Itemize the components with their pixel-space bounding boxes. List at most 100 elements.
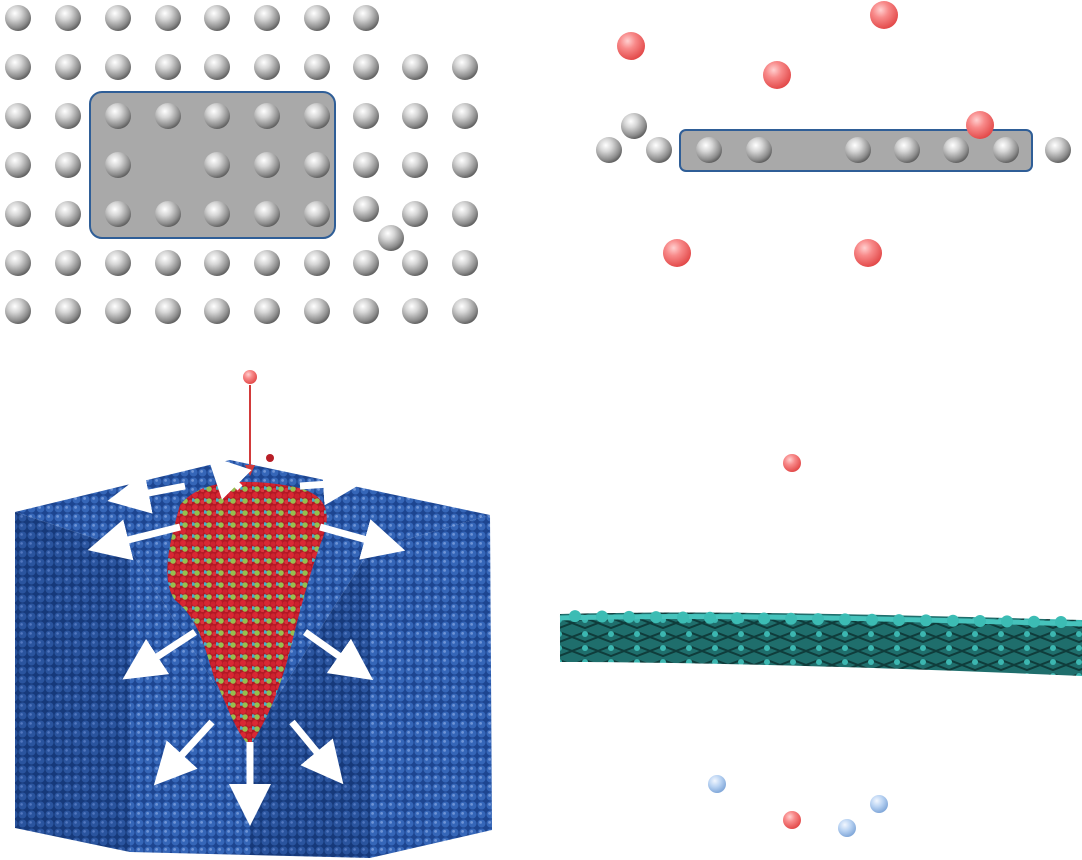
- membrane-atom: [947, 615, 959, 627]
- lattice-atom: [353, 54, 379, 80]
- lattice-atom: [353, 5, 379, 31]
- lattice-atom: [155, 5, 181, 31]
- membrane-atom: [785, 613, 797, 625]
- lattice-atom: [452, 54, 478, 80]
- lattice-atom: [254, 54, 280, 80]
- lattice-atom: [452, 201, 478, 227]
- lattice-atom: [5, 201, 31, 227]
- ion: [663, 239, 691, 267]
- ion-above-membrane: [783, 454, 801, 472]
- lattice-atom: [55, 201, 81, 227]
- lattice-atom: [353, 298, 379, 324]
- lattice-atom: [55, 152, 81, 178]
- ion-blue-2: [838, 819, 856, 837]
- lattice-atom: [452, 152, 478, 178]
- membrane-atom: [758, 612, 770, 624]
- row-atom: [993, 137, 1019, 163]
- lattice-atom: [402, 54, 428, 80]
- lattice-atom: [452, 250, 478, 276]
- membrane-atom: [920, 614, 932, 626]
- lattice-atom: [5, 152, 31, 178]
- lattice-atom: [204, 152, 230, 178]
- lattice-atom: [304, 5, 330, 31]
- lattice-atom: [155, 250, 181, 276]
- ion: [854, 239, 882, 267]
- row-atom: [596, 137, 622, 163]
- panel-b-atom-row: [596, 1, 1071, 267]
- lattice-atom: [304, 201, 330, 227]
- membrane-atom: [704, 612, 716, 624]
- lattice-atom: [204, 5, 230, 31]
- lattice-atom: [353, 103, 379, 129]
- lattice-atom: [402, 103, 428, 129]
- lattice-atom: [155, 201, 181, 227]
- membrane-atom: [569, 610, 581, 622]
- membrane-atom: [731, 612, 743, 624]
- lattice-atom: [204, 54, 230, 80]
- ion-blue-3: [870, 795, 888, 813]
- membrane-atom: [1055, 616, 1067, 628]
- lattice-atom: [452, 298, 478, 324]
- lattice-atom: [402, 152, 428, 178]
- lattice-atom: [353, 250, 379, 276]
- row-atom: [746, 137, 772, 163]
- membrane-atom: [623, 611, 635, 623]
- lattice-atom: [402, 298, 428, 324]
- lattice-atom: [105, 5, 131, 31]
- membrane-atom: [839, 613, 851, 625]
- lattice-atom: [254, 5, 280, 31]
- panel-d-membrane: [560, 454, 1082, 837]
- lattice-atom: [105, 298, 131, 324]
- lattice-atom: [204, 298, 230, 324]
- membrane-atom: [974, 615, 986, 627]
- block-left-face: [15, 512, 130, 852]
- lattice-atom: [353, 152, 379, 178]
- ion: [617, 32, 645, 60]
- surface-atom: [266, 454, 274, 462]
- lattice-atom: [353, 196, 379, 222]
- lattice-atom: [304, 250, 330, 276]
- lattice-atom: [254, 152, 280, 178]
- lattice-atom: [55, 250, 81, 276]
- lattice-atom: [5, 103, 31, 129]
- lattice-atom: [304, 54, 330, 80]
- ion: [966, 111, 994, 139]
- membrane-atom: [866, 614, 878, 626]
- row-atom: [894, 137, 920, 163]
- lattice-atom: [304, 152, 330, 178]
- panel-a-lattice: [5, 5, 478, 324]
- lattice-atom: [155, 54, 181, 80]
- membrane-atom: [596, 611, 608, 623]
- membrane-atom: [893, 614, 905, 626]
- lattice-atom: [55, 298, 81, 324]
- membrane-atom: [1001, 615, 1013, 627]
- lattice-atom: [5, 250, 31, 276]
- lattice-atom: [254, 201, 280, 227]
- lattice-atom: [402, 250, 428, 276]
- ion: [763, 61, 791, 89]
- strain-arrow: [300, 483, 344, 486]
- lattice-atom: [304, 103, 330, 129]
- row-atom: [1045, 137, 1071, 163]
- lattice-atom: [105, 152, 131, 178]
- lattice-atom: [452, 103, 478, 129]
- ion: [870, 1, 898, 29]
- row-atom: [646, 137, 672, 163]
- ion-blue-1: [708, 775, 726, 793]
- interstitial-atom: [378, 225, 404, 251]
- row-atom: [621, 113, 647, 139]
- row-atom: [696, 137, 722, 163]
- lattice-atom: [55, 5, 81, 31]
- membrane-atom: [812, 613, 824, 625]
- lattice-atom: [254, 298, 280, 324]
- lattice-atom: [105, 54, 131, 80]
- lattice-atom: [5, 54, 31, 80]
- lattice-atom: [254, 250, 280, 276]
- lattice-atom: [5, 298, 31, 324]
- membrane-atom: [1028, 616, 1040, 628]
- panel-c-damage-block: [15, 370, 492, 858]
- lattice-atom: [105, 103, 131, 129]
- lattice-atom: [105, 201, 131, 227]
- lattice-atom: [55, 103, 81, 129]
